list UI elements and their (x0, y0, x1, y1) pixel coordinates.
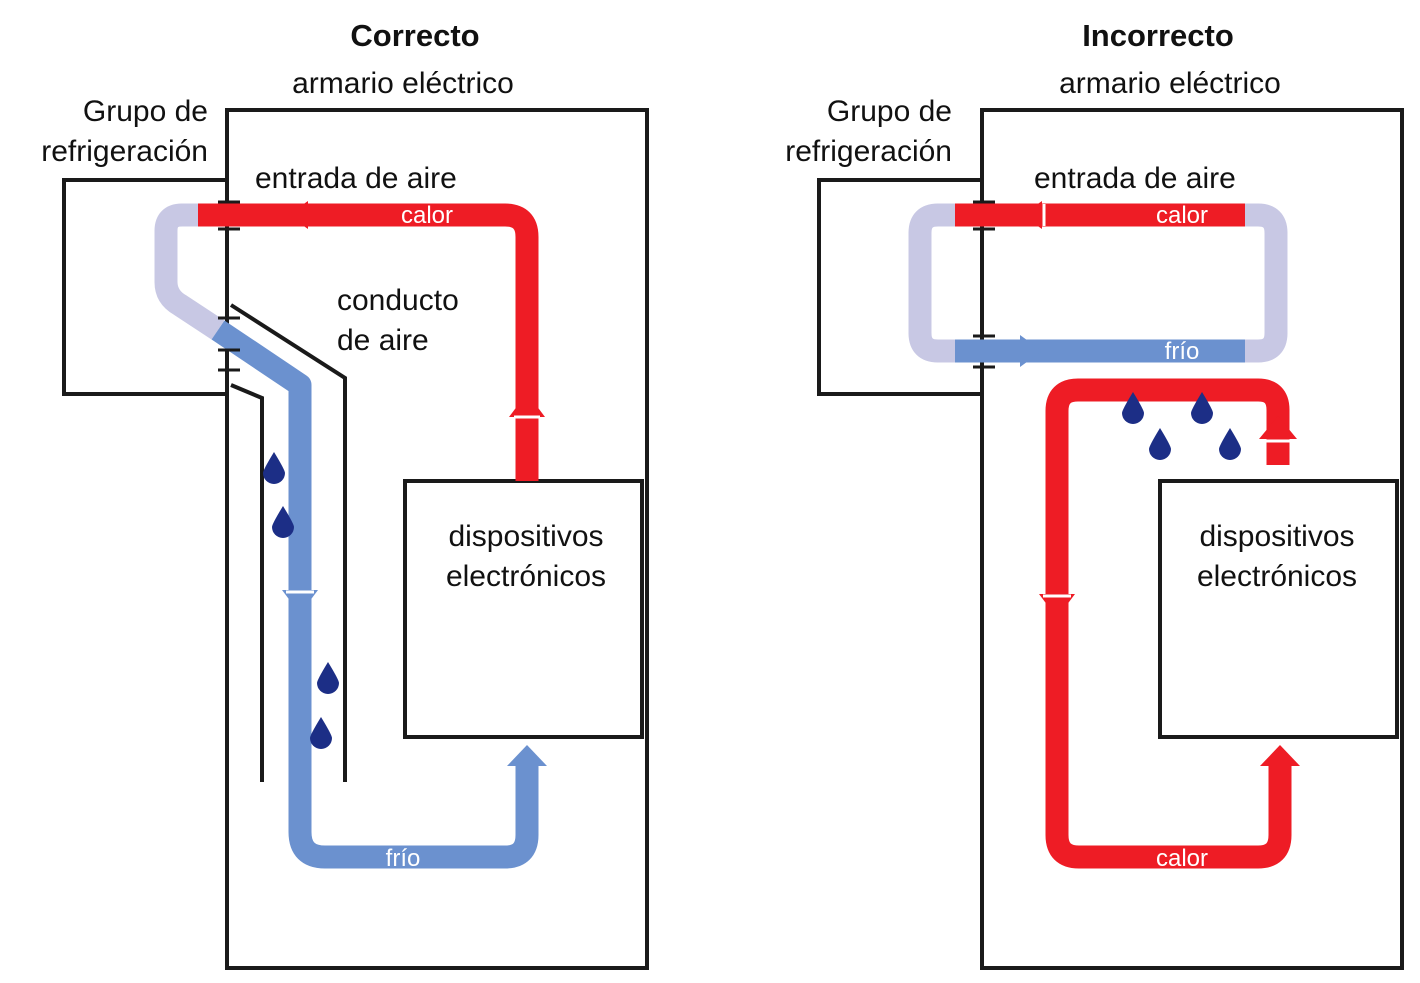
hot-air-arrow-inlet-incorrect (1022, 201, 1042, 229)
hot-air-recirculation-incorrect (1045, 378, 1292, 869)
cold-air-arrow-up-correct (507, 745, 547, 766)
condensate-drop-icon (263, 452, 285, 484)
wall-fittings-correct (218, 200, 240, 372)
devices-label-line2-correct: electrónicos (446, 560, 606, 593)
cooling-unit-label-line2-incorrect: refrigeración (785, 135, 952, 168)
air-duct-label-line2: de aire (337, 324, 429, 357)
air-inlet-label-incorrect: entrada de aire (1034, 162, 1236, 195)
air-duct-label-line1: conducto (337, 284, 459, 317)
condensate-drop-icon (310, 717, 332, 749)
flow-label-heat-bottom-incorrect: calor (1156, 845, 1208, 872)
condensate-drop-icon (317, 662, 339, 694)
condensate-drop-icon (272, 506, 294, 538)
condensate-drop-icon (1122, 392, 1144, 424)
cold-air-arrow-down-correct (282, 590, 318, 614)
panel-correct: Correcto armario eléctrico Grupo de refr… (41, 18, 649, 970)
air-duct-outer-wall (229, 303, 347, 782)
devices-label-line1-correct: dispositivos (448, 520, 603, 553)
cabinet-label-incorrect: armario eléctrico (1059, 67, 1281, 100)
condensate-drop-icon (1219, 428, 1241, 460)
cooling-unit-label-line1-incorrect: Grupo de (827, 95, 952, 128)
hot-air-flow-correct (198, 203, 539, 481)
electronic-devices-box-incorrect (1158, 479, 1399, 739)
hot-air-arrow-up-top-incorrect (1259, 416, 1297, 439)
cabinet-label-correct: armario eléctrico (292, 67, 514, 100)
hot-air-arrow-inlet-correct (288, 201, 308, 229)
devices-label-line1-incorrect: dispositivos (1199, 520, 1354, 553)
cold-air-flow-correct (211, 320, 539, 869)
cooling-unit-label-line1-correct: Grupo de (83, 95, 208, 128)
flow-label-heat-correct: calor (401, 202, 453, 229)
condensate-drop-icon (1191, 392, 1213, 424)
panel-title-incorrect: Incorrecto (1082, 18, 1234, 53)
cooling-loop-incorrect (908, 203, 955, 363)
panel-title-correct: Correcto (350, 18, 479, 53)
panel-incorrect: Incorrecto armario eléctrico Grupo de re… (785, 18, 1404, 970)
devices-label-line2-incorrect: electrónicos (1197, 560, 1357, 593)
cooling-unit-label-line2-correct: refrigeración (41, 135, 208, 168)
hot-air-arrow-down-incorrect (1039, 594, 1075, 618)
flow-label-cold-correct: frío (386, 845, 421, 872)
wall-fittings-incorrect (973, 200, 995, 369)
flow-label-heat-top-incorrect: calor (1156, 202, 1208, 229)
flow-label-cold-incorrect: frío (1165, 338, 1200, 365)
air-inlet-label-correct: entrada de aire (255, 162, 457, 195)
cold-air-arrow-incorrect (1020, 335, 1042, 367)
short-circuit-loop-incorrect (1245, 203, 1288, 363)
condensate-drop-icon (1149, 428, 1171, 460)
cooling-loop-correct (154, 203, 225, 340)
hot-air-arrow-up-correct (509, 393, 545, 417)
air-duct-inner-wall (230, 383, 264, 782)
hot-air-arrow-up-bottom-incorrect (1260, 745, 1300, 766)
